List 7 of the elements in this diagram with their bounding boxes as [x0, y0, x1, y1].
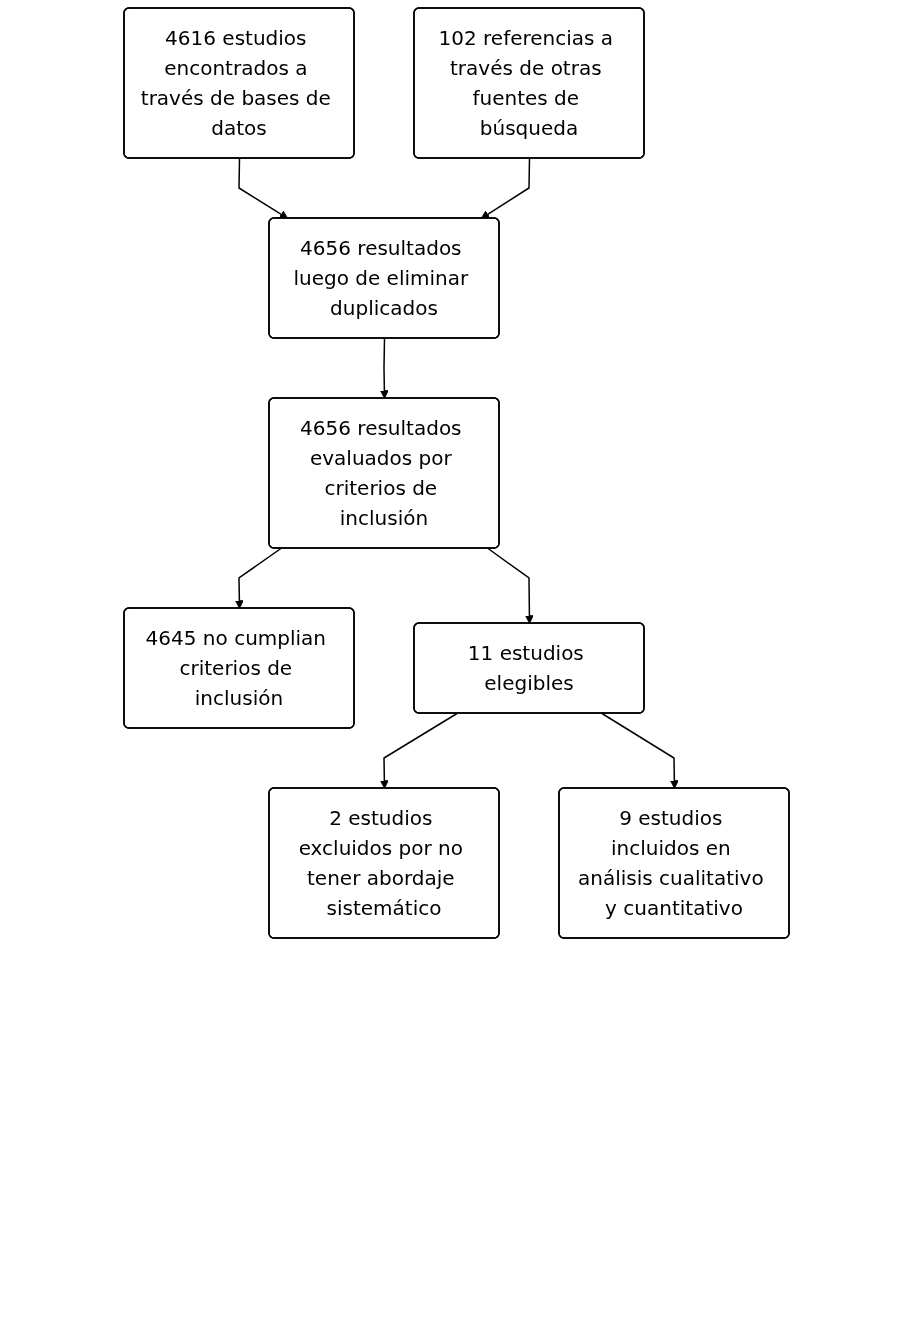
arrow: [379, 712, 458, 789]
arrow: [234, 547, 282, 609]
arrow: [379, 337, 389, 399]
arrow: [237, 157, 288, 219]
arrow: [600, 712, 679, 789]
arrow: [480, 157, 530, 219]
arrow: [486, 547, 534, 624]
